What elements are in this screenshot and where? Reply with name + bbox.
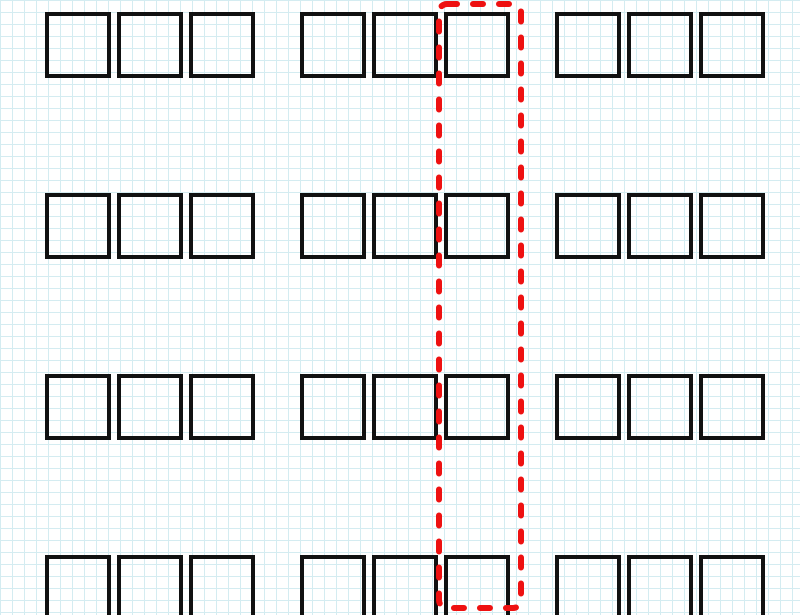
square-r1-g2-s1: [300, 12, 366, 78]
square-r4-g3-s2: [627, 555, 693, 615]
square-r1-g3-s2: [627, 12, 693, 78]
square-r4-g2-s1: [300, 555, 366, 615]
square-r1-g3-s1: [555, 12, 621, 78]
square-r1-g1-s1: [45, 12, 111, 78]
square-r4-g1-s1: [45, 555, 111, 615]
square-r3-g1-s3: [189, 374, 255, 440]
square-r1-g1-s2: [117, 12, 183, 78]
square-r3-g1-s1: [45, 374, 111, 440]
square-r4-g1-s3: [189, 555, 255, 615]
square-r4-g3-s1: [555, 555, 621, 615]
square-r3-g1-s2: [117, 374, 183, 440]
square-r4-g2-s3: [444, 555, 510, 615]
square-r4-g3-s3: [699, 555, 765, 615]
square-r1-g2-s3: [444, 12, 510, 78]
square-r1-g2-s2: [372, 12, 438, 78]
square-r3-g3-s2: [627, 374, 693, 440]
square-r2-g3-s2: [627, 193, 693, 259]
square-r2-g1-s2: [117, 193, 183, 259]
square-r2-g2-s3: [444, 193, 510, 259]
square-r4-g2-s2: [372, 555, 438, 615]
highlight-dashed-outline: [436, 1, 524, 611]
square-r4-g1-s2: [117, 555, 183, 615]
square-r1-g3-s3: [699, 12, 765, 78]
square-r3-g2-s1: [300, 374, 366, 440]
square-r2-g3-s1: [555, 193, 621, 259]
square-r3-g2-s2: [372, 374, 438, 440]
square-r3-g2-s3: [444, 374, 510, 440]
square-r2-g1-s3: [189, 193, 255, 259]
square-r3-g3-s3: [699, 374, 765, 440]
square-r1-g1-s3: [189, 12, 255, 78]
square-r2-g2-s2: [372, 193, 438, 259]
square-r2-g3-s3: [699, 193, 765, 259]
square-r2-g1-s1: [45, 193, 111, 259]
square-r2-g2-s1: [300, 193, 366, 259]
square-r3-g3-s1: [555, 374, 621, 440]
